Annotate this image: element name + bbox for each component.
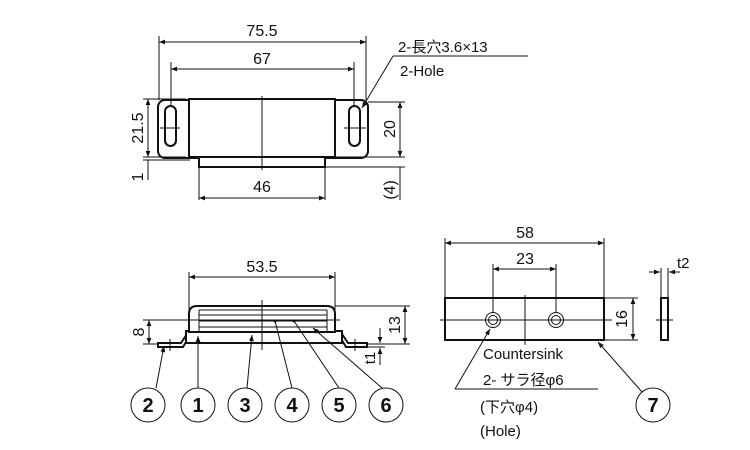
dim-plate-width: 16 (614, 310, 631, 328)
dim-protrusion: (4) (382, 180, 399, 200)
part-callout-4: 4 (274, 387, 310, 423)
countersink-hole-right (548, 312, 564, 328)
part-callout-7: 7 (635, 387, 671, 423)
dim-overall-length: 75.5 (246, 23, 277, 40)
countersink-note-1: Countersink (483, 346, 564, 363)
dim-body-height: 20 (382, 120, 399, 138)
dim-base-width: 46 (253, 179, 271, 196)
dim-flange-height: 8 (131, 327, 148, 336)
svg-text:1: 1 (192, 395, 203, 417)
part-callout-5: 5 (321, 387, 357, 423)
dim-plate-hole-pitch: 23 (516, 251, 534, 268)
top-view: 75.5 67 46 21.5 1 20 (4) 2-長穴3.6×13 2-Ho… (130, 23, 528, 201)
svg-text:7: 7 (647, 395, 658, 417)
dim-hole-pitch: 67 (253, 51, 271, 68)
svg-text:3: 3 (239, 395, 250, 417)
dim-total-height: 13 (387, 316, 404, 334)
svg-text:4: 4 (286, 395, 298, 417)
countersink-note-3: (下穴φ4) (480, 399, 538, 416)
dim-height: 21.5 (130, 112, 147, 143)
countersink-note-2: 2- サラ径φ6 (483, 372, 564, 389)
svg-text:2: 2 (142, 395, 153, 417)
svg-text:6: 6 (380, 395, 391, 417)
dim-plate-length: 58 (516, 225, 534, 242)
plate-edge-view (660, 297, 669, 341)
svg-text:5: 5 (333, 395, 344, 417)
slot-hole-left (164, 105, 177, 147)
hole-note-en: 2-Hole (400, 63, 444, 80)
hole-note: 2-長穴3.6×13 (398, 39, 488, 56)
dim-thickness-t2: t2 (677, 255, 690, 272)
countersink-hole-left (485, 312, 501, 328)
part-callout-1: 1 (180, 387, 216, 423)
part-callout-6: 6 (368, 387, 404, 423)
slot-hole-right (348, 105, 361, 147)
dim-thickness-t1: t1 (362, 352, 379, 365)
countersink-note-4: (Hole) (480, 423, 521, 440)
part-callout-3: 3 (227, 387, 263, 423)
part-callout-2: 2 (130, 387, 166, 423)
plate-view: 58 23 16 t2 Countersink 2- サラ径φ6 (下穴φ4) … (440, 225, 690, 440)
side-view: 53.5 8 13 t1 2 1 3 4 5 6 (130, 259, 410, 423)
dim-body-length: 53.5 (246, 259, 277, 276)
dim-offset: 1 (130, 172, 147, 181)
